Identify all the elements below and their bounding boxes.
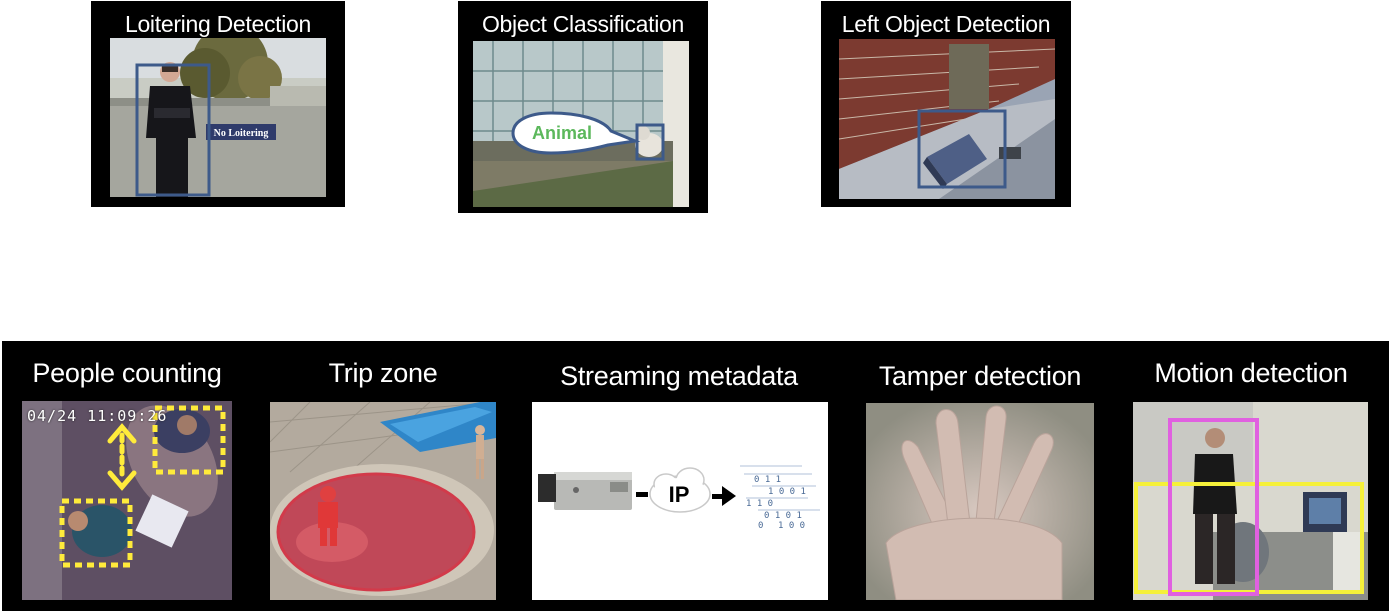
object-classification-panel: Object Classification Animal [458,1,708,213]
moving-object-box [1168,418,1259,596]
double-arrow-icon [107,423,137,491]
svg-text:0: 0 [758,521,763,531]
people-counting-title: People counting [32,358,222,388]
motion-detection-title: Motion detection [1154,358,1348,388]
hand-covering-lens [885,405,1063,600]
tamper-detection-title: Tamper detection [878,361,1082,391]
left-object-detection-title: Left Object Detection [841,11,1051,37]
no-loitering-sign-text: No Loitering [214,128,269,139]
streaming-metadata-title: Streaming metadata [560,361,798,391]
data-stream-icon: 0 1 1 1 0 0 1 1 1 0 0 1 0 1 1 0 0 0 [740,465,820,531]
left-object-scene-image [839,39,1055,199]
object-classification-scene-image: Animal [473,41,689,207]
cloud-icon: IP [649,467,711,513]
ip-network-label: IP [669,482,690,507]
svg-text:1 1 0: 1 1 0 [746,499,773,509]
trip-zone-person [318,486,338,546]
object-classification-title: Object Classification [481,11,685,37]
tamper-detection-scene-image [866,403,1094,600]
arrow-right-icon [712,486,736,506]
left-object-detection-panel: Left Object Detection [821,1,1071,207]
people-counting-scene-image: 04/24 11:09:26 [22,401,232,600]
svg-text:0 1 1: 0 1 1 [754,475,781,485]
trip-zone-scene-image [270,402,496,600]
video-camera-icon [538,472,632,510]
poolside-person [475,425,485,479]
moving-person [1193,428,1237,584]
counting-zone-box-bottom [59,498,133,568]
people-counting-timestamp: 04/24 11:09:26 [27,407,168,425]
counting-zone-box-top [152,405,226,475]
left-object-detection-box [917,109,1007,189]
svg-text:1 0 0: 1 0 0 [778,521,805,531]
loitering-detection-panel: Loitering Detection No Loitering [91,1,345,207]
motion-detection-scene-image [1133,402,1368,600]
trip-zone-title: Trip zone [328,358,438,388]
loitering-scene-image: No Loitering [110,38,326,197]
animal-classification-label: Animal [532,123,592,143]
streaming-metadata-diagram: IP 0 1 1 1 0 0 1 1 1 0 0 1 0 1 1 0 0 0 [532,402,828,600]
loitering-detection-box [135,63,211,197]
svg-text:0 1 0 1: 0 1 0 1 [764,511,802,521]
svg-text:1 0 0 1: 1 0 0 1 [768,487,806,497]
loitering-detection-title: Loitering Detection [124,11,312,37]
